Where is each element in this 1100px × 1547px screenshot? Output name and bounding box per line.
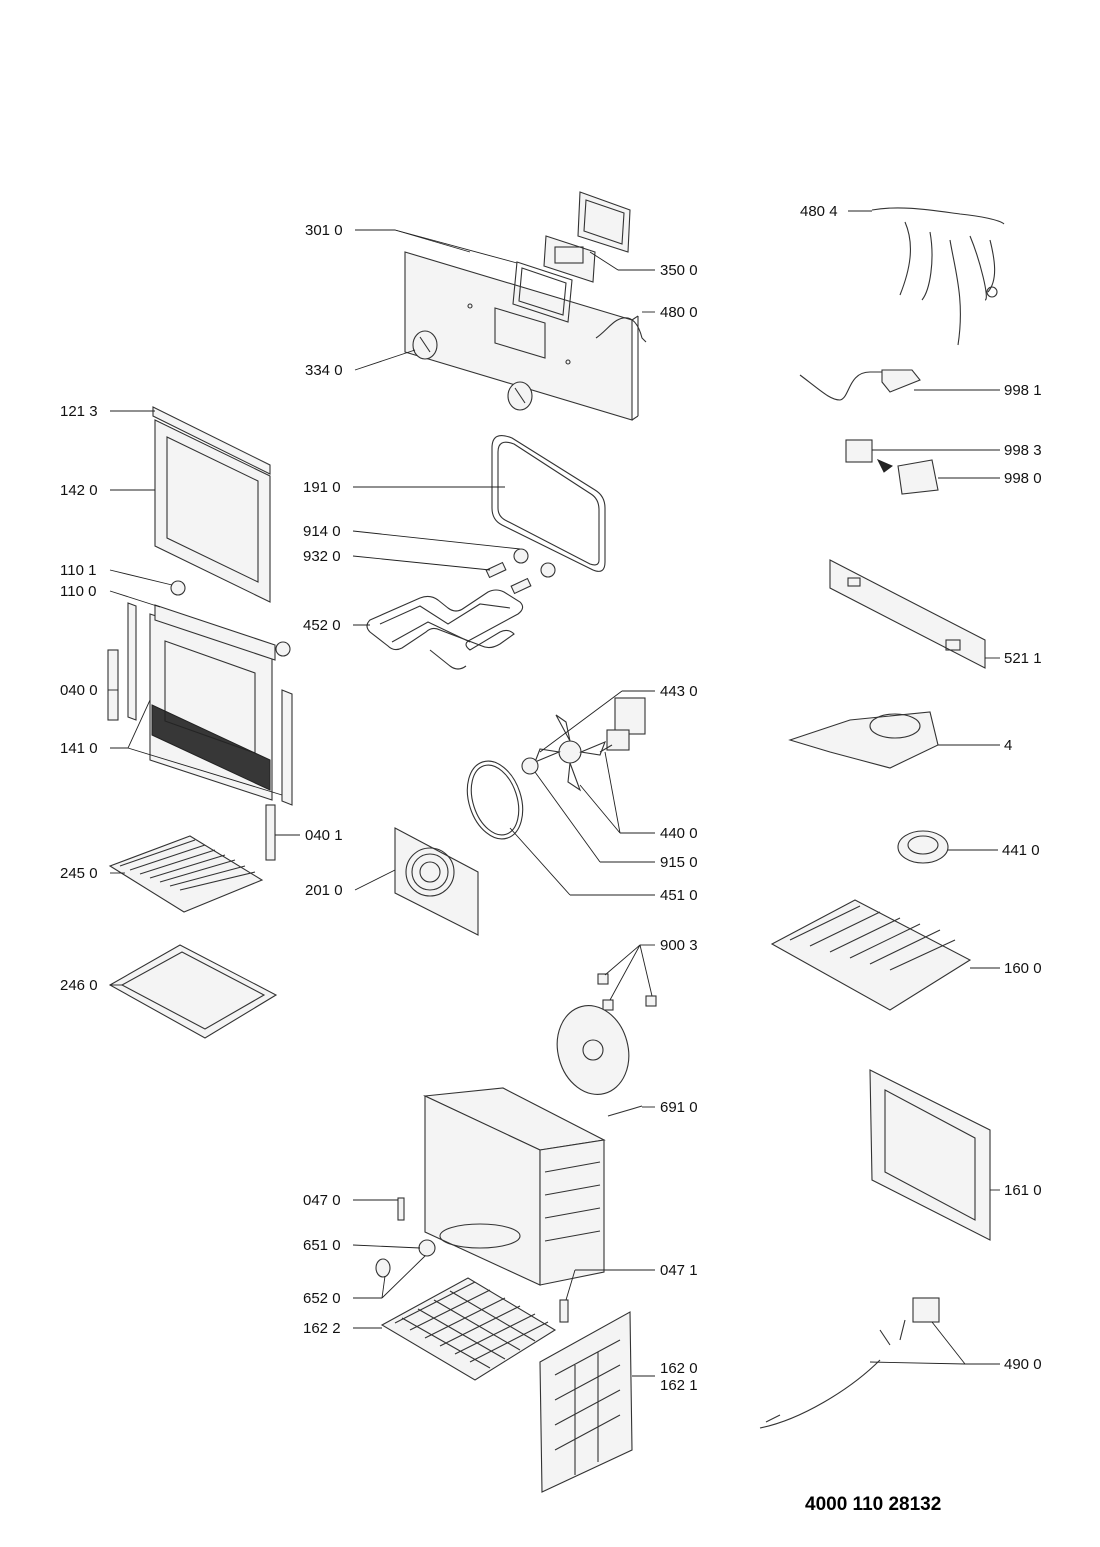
label-191-0: 191 0 (303, 479, 341, 496)
label-915-0: 915 0 (660, 854, 698, 871)
label-998-1: 998 1 (1004, 382, 1042, 399)
roller-part (275, 641, 291, 657)
grill-element-part (366, 589, 524, 651)
label-452-0: 452 0 (303, 617, 341, 634)
label-443-0: 443 0 (660, 683, 698, 700)
fan-motor-part (599, 697, 646, 753)
label-334-0: 334 0 (305, 362, 343, 379)
label-998-0: 998 0 (1004, 470, 1042, 487)
label-914-0: 914 0 (303, 523, 341, 540)
gasket-part (491, 435, 606, 572)
label-card-part (845, 439, 873, 463)
ring-element-part (466, 760, 524, 840)
lamp-part (418, 1239, 436, 1257)
label-047-0: 047 0 (303, 1192, 341, 1209)
label-440-0: 440 0 (660, 825, 698, 842)
cable-part (595, 317, 647, 343)
label-4: 4 (1004, 737, 1012, 754)
clip-part (602, 999, 614, 1011)
label-441-0: 441 0 (1002, 842, 1040, 859)
label-246-0: 246 0 (60, 977, 98, 994)
label-142-0: 142 0 (60, 482, 98, 499)
bolt-part (607, 1105, 643, 1117)
nut-part (540, 562, 556, 578)
clip-part (597, 973, 609, 985)
part-labels: 301 0 350 0 480 0 334 0 480 4 998 1 998 … (60, 203, 1042, 1394)
knob-part (412, 330, 533, 411)
hinge-part (265, 804, 276, 861)
label-161-0: 161 0 (1004, 1182, 1042, 1199)
label-040-1: 040 1 (305, 827, 343, 844)
terminal-block-part (759, 1297, 940, 1429)
label-932-0: 932 0 (303, 548, 341, 565)
clip-part (645, 995, 657, 1007)
label-047-1: 047 1 (660, 1262, 698, 1279)
inner-door-part (149, 604, 276, 801)
door-trim-part (152, 406, 271, 475)
label-651-0: 651 0 (303, 1237, 341, 1254)
roller-part (170, 580, 186, 596)
label-451-0: 451 0 (660, 887, 698, 904)
arrow-icon (876, 459, 893, 473)
label-900-3: 900 3 (660, 937, 698, 954)
power-cord-part (799, 369, 921, 401)
label-350-0: 350 0 (660, 262, 698, 279)
side-panel-part (869, 1069, 991, 1241)
oven-cavity-part (422, 1087, 606, 1286)
hinge-part (107, 649, 119, 721)
label-040-0: 040 0 (60, 682, 98, 699)
control-panel-part (404, 251, 639, 421)
manual-box-part (897, 459, 939, 495)
spring-part (510, 577, 532, 595)
label-110-0: 110 0 (60, 583, 96, 600)
fan-blade-part (534, 714, 606, 792)
wiring-harness-part (871, 207, 1005, 346)
spacer-part (521, 757, 539, 775)
label-201-0: 201 0 (305, 882, 343, 899)
label-998-3: 998 3 (1004, 442, 1042, 459)
sensor-part (559, 1299, 569, 1323)
label-121-3: 121 3 (60, 403, 98, 420)
label-110-1: 110 1 (60, 562, 96, 579)
spring-part (485, 561, 507, 579)
lamp-cover-part (375, 1258, 391, 1278)
label-160-0: 160 0 (1004, 960, 1042, 977)
label-141-0: 141 0 (60, 740, 98, 757)
display-frame-part (512, 261, 573, 323)
label-162-1: 162 1 (660, 1377, 698, 1394)
label-162-2: 162 2 (303, 1320, 341, 1337)
document-number: 4000 110 28132 (805, 1494, 941, 1515)
label-480-0: 480 0 (660, 304, 698, 321)
label-521-1: 521 1 (1004, 650, 1042, 667)
control-board-part (829, 559, 986, 669)
bottom-grid-part (380, 1277, 557, 1381)
wire-shelf-part (108, 835, 264, 913)
label-162-0: 162 0 (660, 1360, 698, 1377)
door-profile-part (281, 689, 293, 806)
fan-housing-part (788, 711, 939, 769)
back-cover-part (394, 827, 479, 936)
top-panel-part (770, 899, 972, 1011)
label-490-0: 490 0 (1004, 1356, 1042, 1373)
label-652-0: 652 0 (303, 1290, 341, 1307)
leader-lines (108, 210, 1000, 1377)
door-profile-part (127, 602, 137, 721)
label-691-0: 691 0 (660, 1099, 698, 1116)
sensor-part (397, 1197, 405, 1221)
nut-part (513, 548, 529, 564)
baking-tray-part (108, 944, 278, 1039)
display-bracket-part (543, 191, 631, 283)
door-glass-part (154, 419, 271, 603)
rear-panel-part (539, 1311, 633, 1493)
label-245-0: 245 0 (60, 865, 98, 882)
rear-plate-part (556, 1005, 630, 1095)
label-301-0: 301 0 (305, 222, 343, 239)
cooling-fan-part (897, 830, 949, 864)
label-480-4: 480 4 (800, 203, 838, 220)
